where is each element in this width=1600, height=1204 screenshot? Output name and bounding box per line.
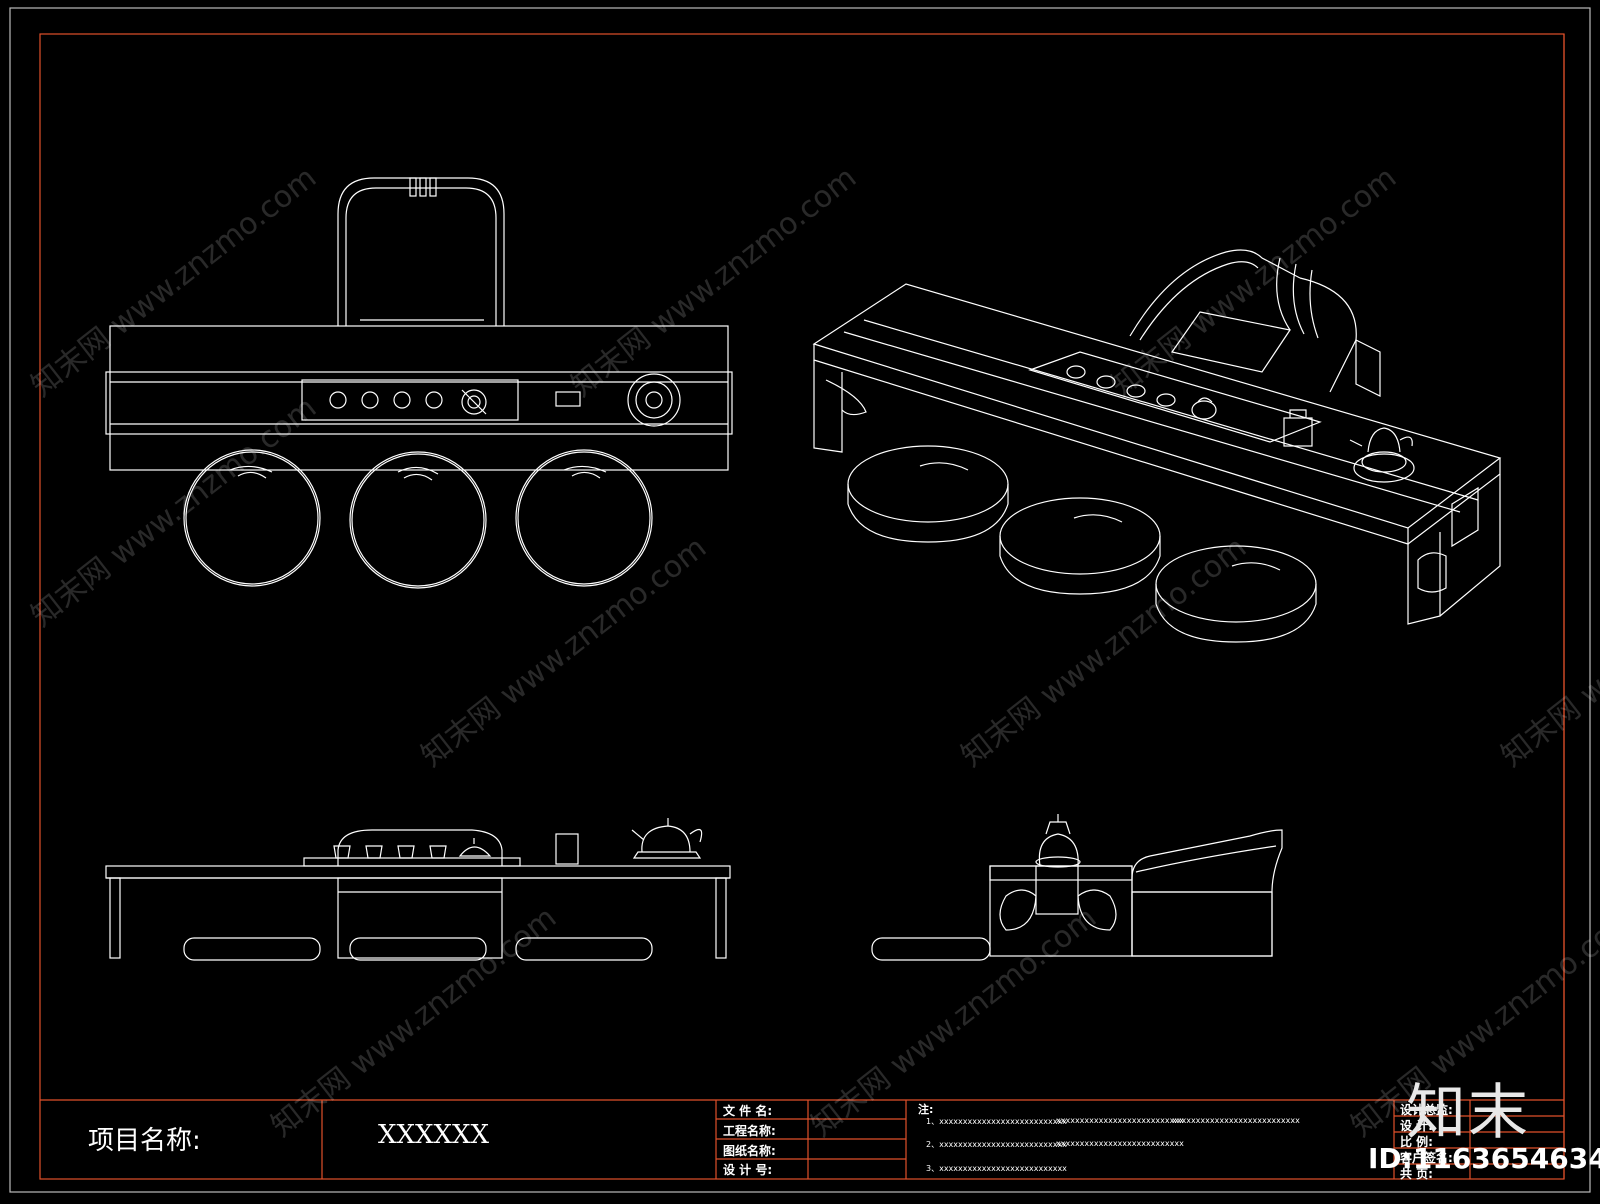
plan-kettle-stove: [627, 373, 681, 427]
side-elevation: [871, 814, 1283, 961]
front-cushion: [515, 937, 653, 961]
plan-tea-caddy: [555, 391, 581, 407]
iso-view: [812, 249, 1502, 643]
side-chair: [1131, 829, 1283, 957]
field-client-signature: 客户签名:: [1400, 1151, 1453, 1165]
iso-tea-caddy: [1283, 417, 1313, 447]
iso-tea-tray: [1028, 351, 1322, 443]
side-cushion: [871, 937, 991, 961]
field-design-director: 设计总监:: [1400, 1103, 1453, 1117]
front-chair: [337, 877, 503, 959]
outer-frame: [9, 7, 1591, 1193]
front-elevation: [105, 818, 731, 961]
project-name-value: XXXXXX: [378, 1120, 490, 1150]
front-cushion: [183, 937, 321, 961]
note-line: xxxxxxxxxxxxxxxxxxxxxxxxxxx: [1172, 1116, 1300, 1125]
note-line: xxxxxxxxxxxxxxxxxxxxxxxxxxx: [1056, 1116, 1184, 1125]
plan-cushion: [183, 449, 321, 587]
plan-table-top: [109, 325, 729, 471]
title-block: [40, 1099, 1564, 1179]
field-designer: 设 计:: [1400, 1119, 1433, 1133]
note-line: 3、xxxxxxxxxxxxxxxxxxxxxxxxxxx: [926, 1164, 1067, 1173]
plan-chair-outer: [337, 177, 505, 326]
plan-cushion: [515, 449, 653, 587]
image-id-label: ID:1163654634: [1368, 1142, 1600, 1175]
front-leg: [109, 877, 121, 959]
front-leg: [715, 877, 727, 959]
iso-cushion: [1155, 545, 1317, 643]
iso-cushion: [999, 497, 1161, 595]
iso-cushion: [847, 445, 1009, 543]
plan-cushion: [349, 451, 487, 589]
note-line: 1、xxxxxxxxxxxxxxxxxxxxxxxxxxx: [926, 1117, 1067, 1126]
iso-kettle-stove: [1353, 453, 1415, 483]
field-drawing-name: 图纸名称:: [723, 1144, 776, 1158]
plan-tea-tray: [301, 379, 519, 421]
note-line: xxxxxxxxxxxxxxxxxxxxxxxxxxx: [1056, 1139, 1184, 1148]
plan-view: [105, 177, 733, 589]
field-file-name: 文 件 名:: [723, 1104, 773, 1118]
brand-logo: 知末: [1406, 1078, 1530, 1148]
front-cushion: [349, 937, 487, 961]
front-table-top: [105, 865, 731, 879]
field-project-name: 工程名称:: [723, 1124, 776, 1138]
note-line: 2、xxxxxxxxxxxxxxxxxxxxxxxxxxx: [926, 1140, 1067, 1149]
front-tea-caddy: [555, 833, 579, 865]
field-total-pages: 共 页:: [1400, 1167, 1433, 1181]
field-design-number: 设 计 号:: [723, 1163, 773, 1177]
notes-title: 注:: [918, 1103, 934, 1116]
field-scale: 比 例:: [1400, 1135, 1433, 1149]
project-name-label: 项目名称:: [88, 1126, 201, 1156]
